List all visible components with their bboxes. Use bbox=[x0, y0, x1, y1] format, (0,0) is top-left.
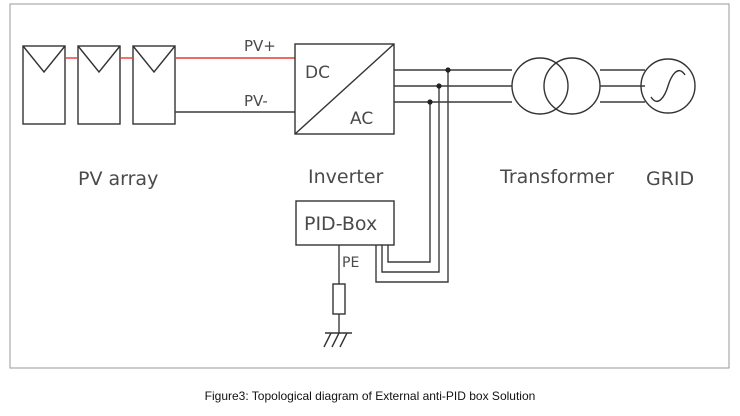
transformer-label: Transformer bbox=[499, 166, 614, 188]
inverter-dc-label: DC bbox=[305, 63, 330, 83]
pv-array bbox=[22, 45, 176, 125]
pv-panel-2 bbox=[77, 45, 121, 125]
ac-wires bbox=[394, 69, 512, 103]
diagram-frame bbox=[9, 3, 730, 369]
inverter-ac-label: AC bbox=[350, 109, 373, 129]
figure-caption: Figure3: Topological diagram of External… bbox=[204, 389, 536, 403]
grid-wires bbox=[600, 69, 645, 103]
pv-panel-1 bbox=[22, 45, 66, 125]
pv-plus-label: PV+ bbox=[244, 37, 276, 55]
inverter: DC AC bbox=[294, 43, 395, 135]
pv-array-label: PV array bbox=[78, 168, 158, 190]
grid-label: GRID bbox=[646, 168, 694, 190]
pid-box-wires bbox=[375, 70, 449, 283]
grid-symbol bbox=[640, 58, 696, 114]
transformer bbox=[511, 57, 601, 115]
junction-dots bbox=[427, 67, 451, 105]
pv-minus-label: PV- bbox=[244, 92, 268, 110]
pe-label: PE bbox=[342, 255, 359, 271]
pid-box-label: PID-Box bbox=[304, 213, 377, 235]
inverter-label: Inverter bbox=[308, 166, 384, 188]
ground-resistor bbox=[332, 283, 346, 315]
ground-icon bbox=[323, 332, 352, 348]
pid-box: PID-Box bbox=[295, 200, 395, 246]
pv-panel-3 bbox=[132, 45, 176, 125]
